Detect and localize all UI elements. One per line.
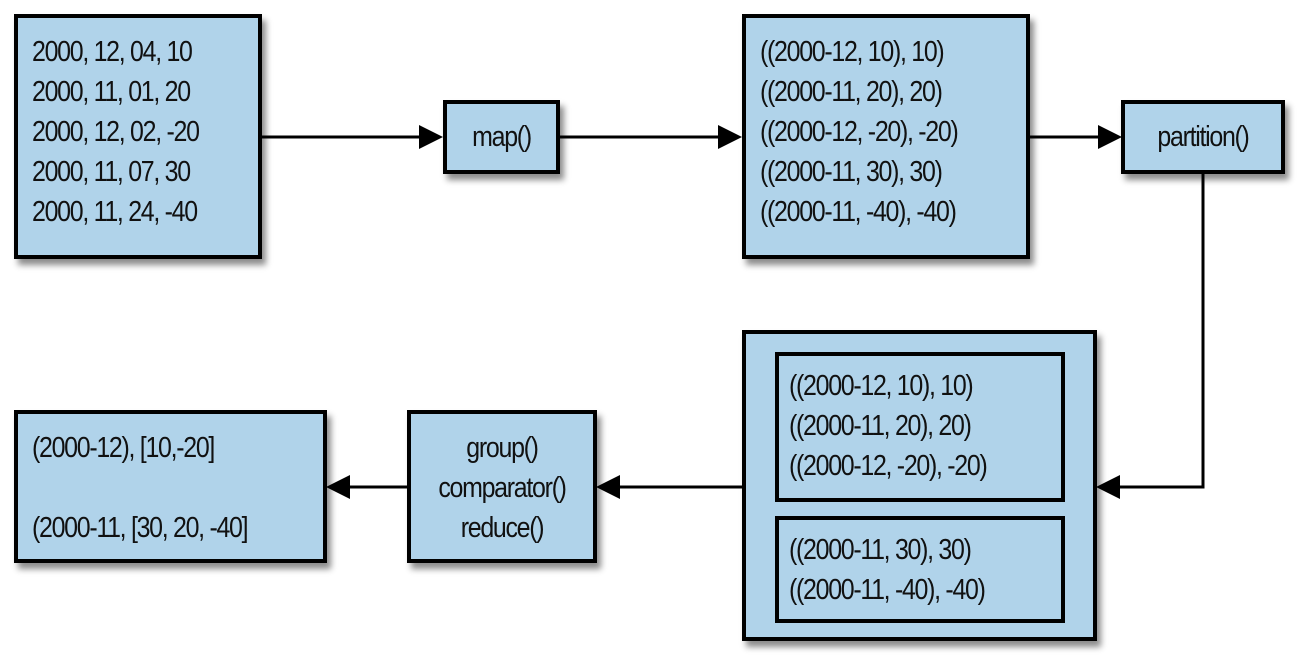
mapped-line: ((2000-11, 20), 20) [760,76,943,108]
mapped-line: ((2000-11, 30), 30) [760,156,943,188]
arrow-partition-to-partitions [1118,173,1205,489]
partition-box: partition() [1121,100,1285,174]
mapped-line: ((2000-12, 10), 10) [760,36,945,68]
partition-line: ((2000-11, 20), 20) [789,410,972,442]
arrow-map-to-mapped-head [718,125,742,149]
output-text: (2000-12), [10,-20] (2000-11, [30, 20, -… [32,428,249,548]
partition-line: ((2000-12, 10), 10) [789,370,974,402]
output-line: (2000-12), [10,-20] [32,432,215,464]
partition-2-text: ((2000-11, 30), 30) ((2000-11, -40), -40… [789,530,986,610]
group-reduce-text: group() comparator() reduce() [424,428,581,548]
group-line: group() [466,432,539,464]
arrow-input-to-map-head [419,125,443,149]
mapped-records-box: ((2000-12, 10), 10) ((2000-11, 20), 20) … [742,14,1030,259]
arrow-group-to-output-head [326,475,350,499]
input-records-box: 2000, 12, 04, 10 2000, 11, 01, 20 2000, … [14,14,262,259]
input-line: 2000, 11, 01, 20 [32,76,191,108]
mapped-line: ((2000-12, -20), -20) [760,116,959,148]
arrow-partition-to-partitions-head [1096,475,1120,499]
arrow-partitions-to-group-head [596,475,620,499]
mapped-line: ((2000-11, -40), -40) [760,196,957,228]
input-records-text: 2000, 12, 04, 10 2000, 11, 01, 20 2000, … [32,32,200,232]
output-line: (2000-11, [30, 20, -40] [32,512,249,544]
partition-line: ((2000-12, -20), -20) [789,450,988,482]
arrow-mapped-to-partition-head [1098,125,1122,149]
input-line: 2000, 12, 04, 10 [32,36,193,68]
partition-line: ((2000-11, -40), -40) [789,574,986,606]
output-box: (2000-12), [10,-20] (2000-11, [30, 20, -… [14,410,327,563]
partition-1-box: ((2000-12, 10), 10) ((2000-11, 20), 20) … [775,352,1065,502]
group-reduce-box: group() comparator() reduce() [407,410,597,563]
map-box: map() [443,100,560,174]
mapped-records-text: ((2000-12, 10), 10) ((2000-11, 20), 20) … [760,32,959,232]
partition-2-box: ((2000-11, 30), 30) ((2000-11, -40), -40… [775,516,1065,623]
map-label: map() [472,121,532,153]
partitions-outer-box: ((2000-12, 10), 10) ((2000-11, 20), 20) … [742,330,1097,641]
input-line: 2000, 12, 02, -20 [32,116,200,148]
input-line: 2000, 11, 24, -40 [32,196,198,228]
partition-1-text: ((2000-12, 10), 10) ((2000-11, 20), 20) … [789,366,988,486]
input-line: 2000, 11, 07, 30 [32,156,191,188]
reduce-line: reduce() [460,512,545,544]
partition-line: ((2000-11, 30), 30) [789,534,972,566]
partition-label: partition() [1157,121,1249,153]
comparator-line: comparator() [438,472,567,504]
